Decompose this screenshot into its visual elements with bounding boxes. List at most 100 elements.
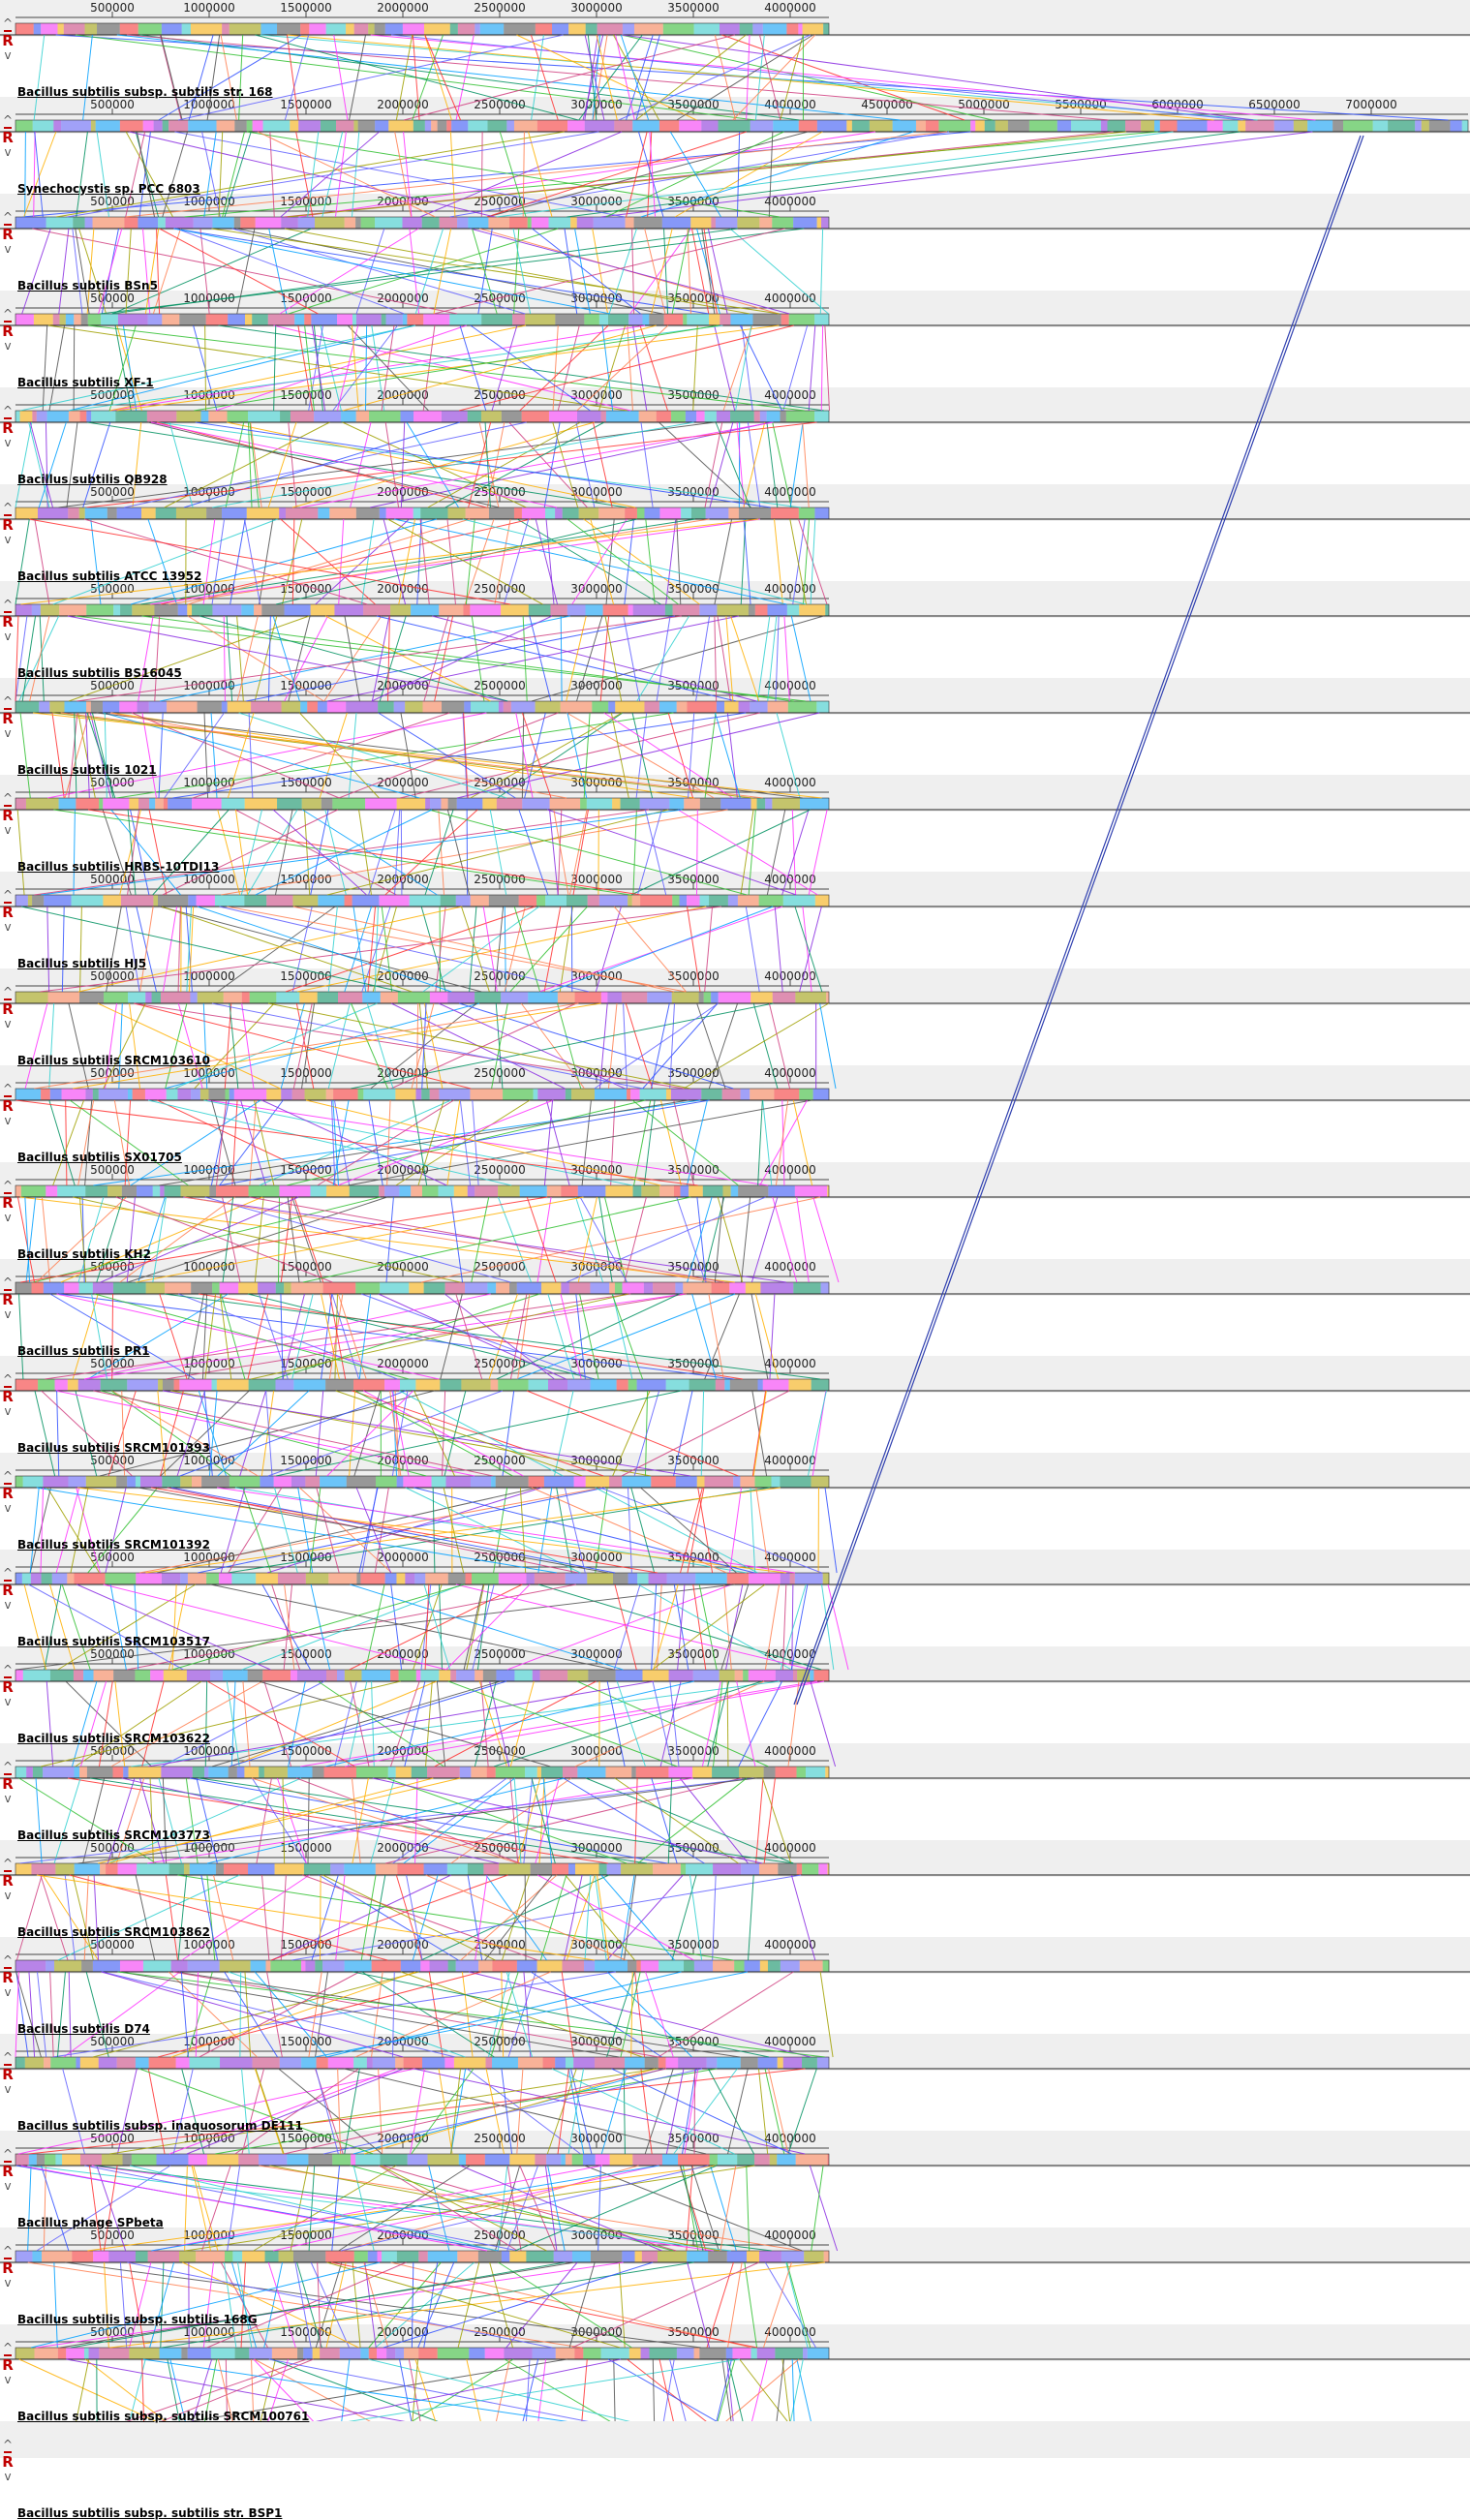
lcb-block[interactable]: [154, 604, 177, 616]
lcb-block[interactable]: [814, 314, 829, 325]
lcb-block[interactable]: [235, 2348, 250, 2359]
lcb-block[interactable]: [74, 1767, 79, 1778]
lcb-block[interactable]: [781, 1573, 790, 1584]
lcb-block[interactable]: [586, 23, 597, 35]
lcb-block[interactable]: [305, 1089, 326, 1100]
lcb-block[interactable]: [136, 2251, 148, 2262]
lcb-block[interactable]: [401, 411, 413, 422]
lcb-block[interactable]: [444, 2057, 454, 2069]
lcb-block[interactable]: [540, 1670, 568, 1681]
move-up-icon[interactable]: ^: [0, 1180, 15, 1191]
lcb-block[interactable]: [598, 507, 625, 519]
lcb-block[interactable]: [412, 1767, 427, 1778]
reverse-button[interactable]: R: [0, 2068, 15, 2083]
lcb-block[interactable]: [699, 604, 717, 616]
lcb-block[interactable]: [47, 411, 69, 422]
lcb-block[interactable]: [381, 992, 398, 1003]
lcb-block[interactable]: [113, 1282, 146, 1294]
lcb-block[interactable]: [208, 411, 227, 422]
lcb-block[interactable]: [743, 1670, 749, 1681]
lcb-block[interactable]: [216, 1185, 249, 1197]
lcb-block[interactable]: [261, 604, 284, 616]
lcb-block[interactable]: [297, 1670, 326, 1681]
lcb-block[interactable]: [711, 217, 716, 229]
lcb-block[interactable]: [127, 1379, 158, 1391]
lcb-block[interactable]: [591, 2251, 622, 2262]
lcb-block[interactable]: [388, 120, 413, 132]
move-down-icon[interactable]: v: [0, 437, 15, 448]
lcb-block[interactable]: [533, 1670, 540, 1681]
lcb-block[interactable]: [463, 604, 470, 616]
lcb-block[interactable]: [373, 2057, 395, 2069]
lcb-block[interactable]: [306, 1573, 328, 1584]
lcb-block[interactable]: [153, 895, 158, 907]
lcb-block[interactable]: [739, 1767, 764, 1778]
lcb-block[interactable]: [73, 217, 84, 229]
lcb-block[interactable]: [571, 1089, 595, 1100]
lcb-block[interactable]: [368, 23, 374, 35]
lcb-block[interactable]: [356, 314, 382, 325]
lcb-block[interactable]: [258, 1282, 276, 1294]
lcb-block[interactable]: [85, 217, 93, 229]
lcb-block[interactable]: [123, 2154, 132, 2166]
lcb-block[interactable]: [607, 1863, 621, 1875]
lcb-block[interactable]: [628, 314, 642, 325]
lcb-block[interactable]: [823, 1960, 829, 1972]
lcb-block[interactable]: [703, 1185, 723, 1197]
lcb-block[interactable]: [813, 1670, 829, 1681]
lcb-block[interactable]: [138, 217, 158, 229]
reverse-button[interactable]: R: [0, 615, 15, 630]
lcb-block[interactable]: [332, 2154, 351, 2166]
move-up-icon[interactable]: ^: [0, 2051, 15, 2063]
lcb-block[interactable]: [549, 217, 571, 229]
lcb-block[interactable]: [757, 2348, 776, 2359]
lcb-block[interactable]: [573, 2057, 595, 2069]
lcb-block[interactable]: [665, 604, 673, 616]
lcb-block[interactable]: [148, 2251, 179, 2262]
lcb-block[interactable]: [244, 895, 266, 907]
lcb-block[interactable]: [793, 217, 816, 229]
lcb-block[interactable]: [67, 1573, 74, 1584]
lcb-block[interactable]: [615, 701, 644, 713]
lcb-block[interactable]: [380, 1282, 409, 1294]
lcb-block[interactable]: [466, 507, 489, 519]
lcb-block[interactable]: [230, 1089, 234, 1100]
lcb-block[interactable]: [471, 895, 489, 907]
lcb-block[interactable]: [566, 1573, 588, 1584]
lcb-block[interactable]: [160, 1185, 164, 1197]
move-up-icon[interactable]: ^: [0, 889, 15, 901]
lcb-block[interactable]: [556, 2348, 575, 2359]
lcb-block[interactable]: [487, 1767, 496, 1778]
lcb-block[interactable]: [99, 2348, 129, 2359]
lcb-block[interactable]: [517, 1960, 537, 1972]
lcb-block[interactable]: [55, 1379, 68, 1391]
lcb-block[interactable]: [627, 1089, 630, 1100]
lcb-block[interactable]: [615, 1282, 623, 1294]
lcb-block[interactable]: [298, 217, 315, 229]
lcb-block[interactable]: [309, 23, 325, 35]
lcb-block[interactable]: [317, 2057, 328, 2069]
lcb-block[interactable]: [750, 701, 767, 713]
lcb-block[interactable]: [188, 2154, 207, 2166]
lcb-block[interactable]: [346, 701, 378, 713]
lcb-block[interactable]: [799, 507, 815, 519]
lcb-block[interactable]: [471, 1767, 486, 1778]
lcb-block[interactable]: [380, 507, 386, 519]
lcb-block[interactable]: [496, 1282, 509, 1294]
lcb-block[interactable]: [15, 895, 28, 907]
lcb-block[interactable]: [456, 1960, 478, 1972]
lcb-block[interactable]: [290, 120, 298, 132]
lcb-block[interactable]: [701, 1089, 721, 1100]
reverse-button[interactable]: R: [0, 1002, 15, 1018]
lcb-block[interactable]: [377, 2348, 386, 2359]
lcb-block[interactable]: [808, 2348, 829, 2359]
lcb-block[interactable]: [136, 1573, 162, 1584]
lcb-block[interactable]: [668, 1767, 692, 1778]
lcb-block[interactable]: [15, 2251, 32, 2262]
lcb-block[interactable]: [481, 314, 512, 325]
lcb-block[interactable]: [470, 1089, 503, 1100]
lcb-block[interactable]: [797, 1863, 802, 1875]
lcb-block[interactable]: [788, 701, 817, 713]
lcb-block[interactable]: [430, 1960, 448, 1972]
lcb-block[interactable]: [415, 1379, 440, 1391]
